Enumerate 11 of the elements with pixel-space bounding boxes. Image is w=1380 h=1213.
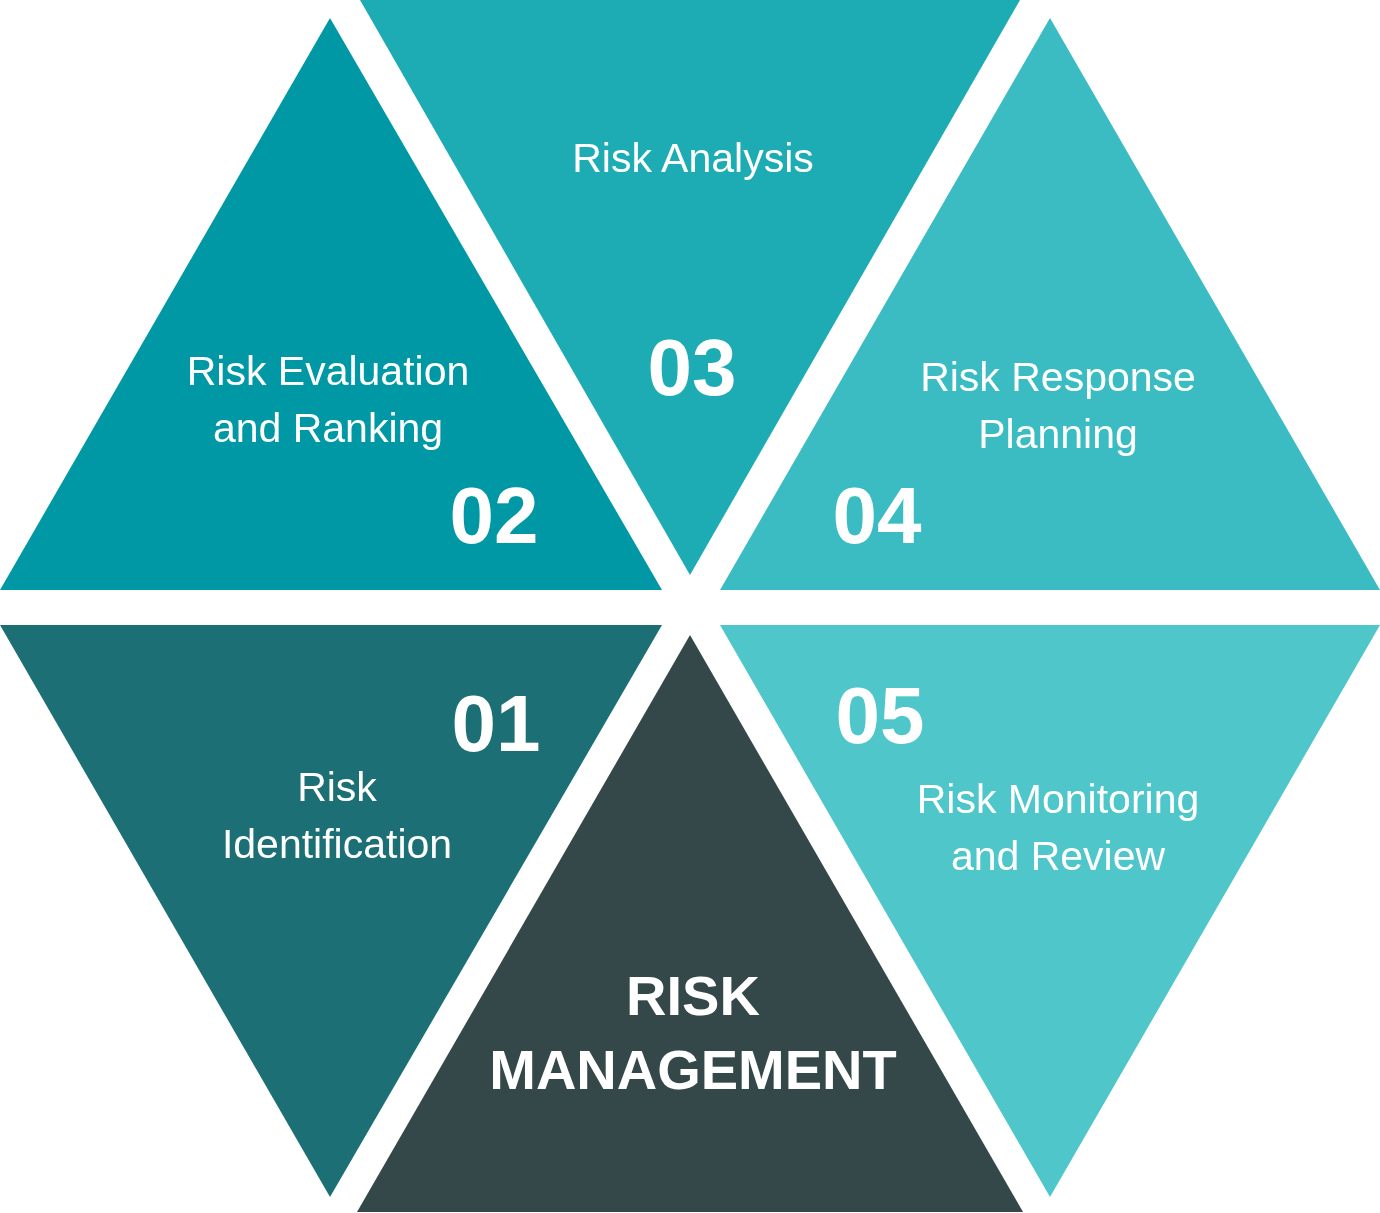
step-title: Risk Monitoring and Review [915, 775, 1201, 881]
step-title: Risk Response Planning [919, 353, 1197, 459]
step-title: Risk Analysis [572, 133, 814, 183]
step-number: 03 [647, 328, 737, 408]
step-title: Risk Identification [220, 763, 454, 869]
center-title: RISK MANAGEMENT [488, 963, 898, 1103]
step-title: Risk Evaluation and Ranking [185, 347, 471, 453]
step-number: 04 [832, 476, 922, 556]
step-number: 01 [451, 684, 541, 764]
step-number: 05 [835, 676, 925, 756]
step-number: 02 [449, 476, 539, 556]
